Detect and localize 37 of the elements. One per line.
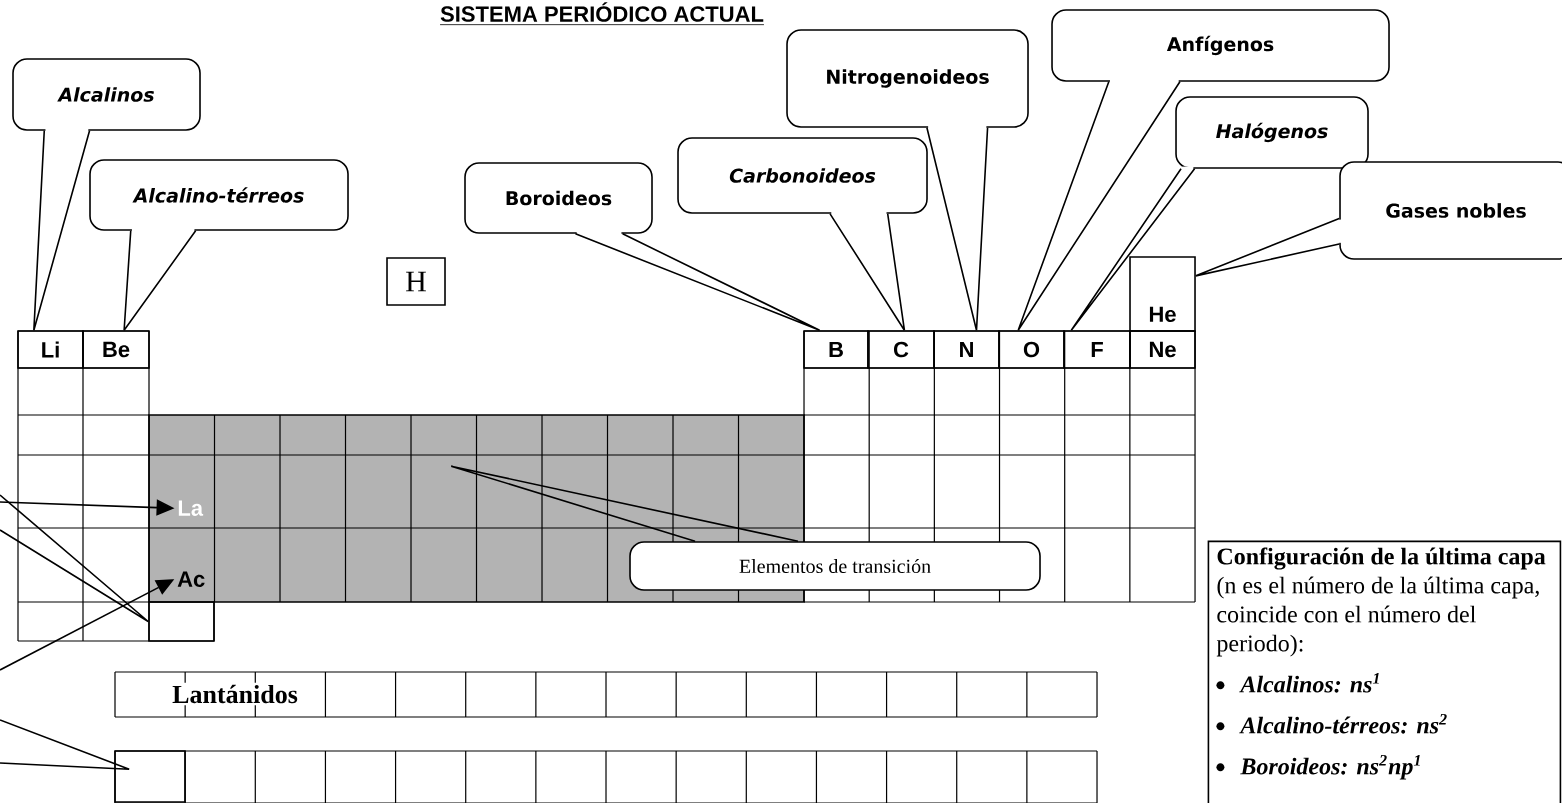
speech-bubble: Halógenos bbox=[1175, 96, 1369, 171]
callout-tail bbox=[1195, 217, 1340, 277]
callout-tail bbox=[829, 213, 906, 331]
speech-bubble: Nitrogenoideos bbox=[786, 29, 1029, 130]
speech-bubble: Carbonoideos bbox=[677, 137, 928, 216]
element-cell bbox=[114, 750, 186, 803]
callout-tail bbox=[0, 719, 130, 770]
element-cell: H bbox=[386, 257, 446, 306]
info-box: Configuración de la última capa (n es el número de la última capa, coincide con el número del periodo): Alcalinos: ns$^{1}$ Alcalino-térreos: ns$^{2}$ Boroideos: ns$^{2}$np$^{1}$ bbox=[1207, 540, 1562, 803]
speech-bubble: Elementos de transición bbox=[629, 541, 1041, 591]
element-cell: F bbox=[1063, 330, 1131, 369]
element-cell bbox=[148, 601, 215, 642]
element-cell: Li bbox=[17, 330, 84, 369]
element-cell: B bbox=[803, 330, 869, 369]
callout-tail bbox=[0, 494, 149, 623]
callout-tail bbox=[574, 233, 821, 331]
series-label: Lantánidos bbox=[170, 682, 300, 706]
callout-tail bbox=[926, 127, 989, 331]
callout-tail bbox=[1017, 81, 1181, 331]
element-cell: Be bbox=[82, 330, 150, 369]
speech-bubble: Alcalinos bbox=[12, 58, 201, 133]
callout-tail bbox=[123, 230, 197, 331]
element-symbol: La bbox=[178, 500, 204, 516]
callout-tail bbox=[1070, 168, 1196, 331]
callout-tail bbox=[450, 465, 799, 542]
element-cell: C bbox=[867, 330, 935, 369]
speech-bubble: Boroideos bbox=[464, 162, 653, 236]
element-cell: N bbox=[933, 330, 1000, 369]
title: SISTEMA PERIÓDICO ACTUAL bbox=[439, 2, 765, 26]
speech-bubble: Anfígenos bbox=[1051, 9, 1390, 84]
element-cell: He bbox=[1129, 256, 1196, 332]
element-cell: Ne bbox=[1129, 330, 1196, 369]
callout-tail bbox=[33, 130, 91, 331]
element-cell: O bbox=[998, 330, 1065, 369]
speech-bubble: Alcalino-térreos bbox=[89, 159, 349, 233]
speech-bubble: Gases nobles bbox=[1337, 161, 1562, 260]
element-symbol: Ac bbox=[177, 571, 205, 587]
